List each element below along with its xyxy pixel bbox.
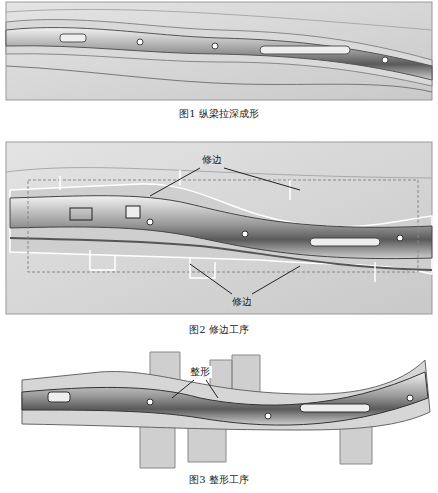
figure-1-drawing — [6, 2, 432, 100]
figure-caption: 图1 纵梁拉深成形 — [177, 108, 261, 120]
callout-label: 修边 — [200, 154, 224, 166]
figure-caption: 图3 整形工序 — [187, 474, 251, 486]
figure-2-drawing — [6, 142, 432, 314]
figure-caption: 图2 修边工序 — [187, 324, 251, 336]
callout-label: 整形 — [188, 366, 212, 378]
figure-3-drawing — [22, 352, 430, 468]
callout-label: 修边 — [230, 296, 254, 308]
